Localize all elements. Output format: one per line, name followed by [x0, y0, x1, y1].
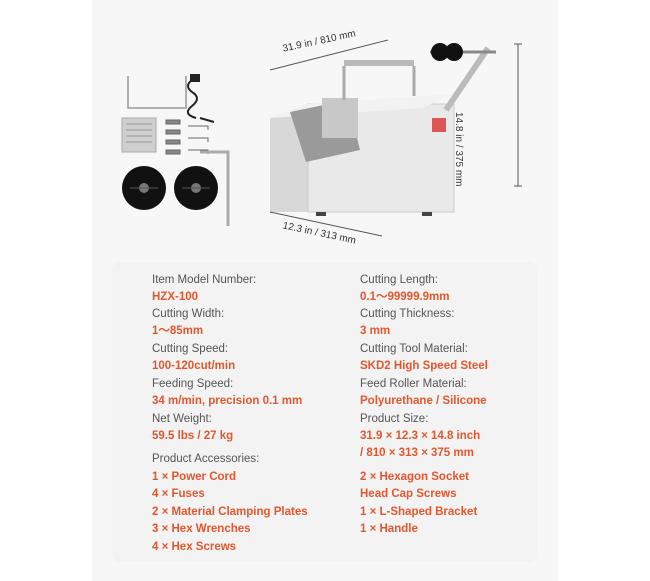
tool-material-value: SKD2 High Speed Steel [360, 360, 488, 372]
product-size-value-inch: 31.9 × 12.3 × 14.8 inch [360, 430, 481, 442]
product-photo [121, 39, 522, 237]
accessory-item: 2 × Material Clamping Plates [152, 506, 308, 518]
accessory-item: 1 × Handle [360, 523, 418, 535]
dimension-lines [269, 39, 522, 237]
accessory-wire-frame [127, 76, 187, 109]
l-bracket [200, 150, 230, 226]
clamping-plates [121, 117, 157, 153]
screws-and-wrenches [165, 119, 209, 155]
model-number-value: HZX-100 [152, 291, 199, 303]
cutting-speed-label: Cutting Speed: [152, 343, 229, 355]
feed-spools [122, 166, 218, 210]
accessory-item: 2 × Hexagon Socket [360, 471, 469, 483]
net-weight-label: Net Weight: [152, 413, 212, 425]
cutting-length-value: 0.1～99999.9mm [360, 291, 450, 303]
feeding-speed-label: Feeding Speed: [152, 378, 234, 390]
accessory-item: 4 × Fuses [152, 488, 205, 500]
cutting-speed-value: 100-120cut/min [152, 360, 236, 372]
product-size-value-mm: / 810 × 313 × 375 mm [360, 447, 474, 459]
accessory-item: 1 × L-Shaped Bracket [360, 506, 478, 518]
cutting-thickness-label: Cutting Thickness: [360, 308, 455, 320]
product-size-label: Product Size: [360, 413, 429, 425]
accessory-item: Head Cap Screws [360, 488, 457, 500]
cutting-machine [270, 43, 496, 216]
cutting-width-value: 1～85mm [152, 325, 204, 337]
net-weight-value: 59.5 lbs / 27 kg [152, 430, 234, 442]
power-cord-illustration [186, 74, 215, 123]
spec-panel [112, 262, 537, 562]
accessory-item: 1 × Power Cord [152, 471, 237, 483]
cutting-width-label: Cutting Width: [152, 308, 225, 320]
roller-material-value: Polyurethane / Silicone [360, 395, 487, 407]
model-number-label: Item Model Number: [152, 274, 257, 286]
accessories-label: Product Accessories: [152, 453, 260, 465]
accessory-item: 3 × Hex Wrenches [152, 523, 251, 535]
cutting-thickness-value: 3 mm [360, 325, 391, 337]
accessory-item: 4 × Hex Screws [152, 541, 237, 553]
cutting-length-label: Cutting Length: [360, 274, 439, 286]
roller-material-label: Feed Roller Material: [360, 378, 467, 390]
height-dimension-label: 14.8 in / 375 mm [453, 112, 464, 187]
tool-material-label: Cutting Tool Material: [360, 343, 468, 355]
feeding-speed-value: 34 m/min, precision 0.1 mm [152, 395, 303, 407]
